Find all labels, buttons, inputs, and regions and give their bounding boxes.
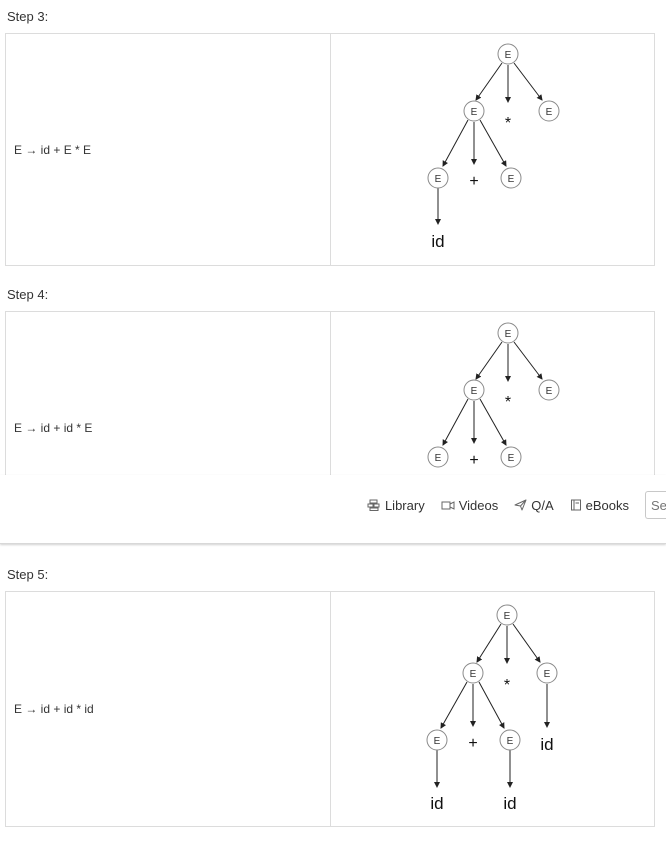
step-3-production: E → id + E * E — [14, 142, 92, 157]
step-5-production: E → id + id * id — [14, 702, 94, 716]
tree-edge — [512, 623, 541, 663]
svg-text:E: E — [471, 107, 478, 118]
tree-operator-plus: + — [468, 735, 477, 752]
tree-node: E — [426, 729, 448, 751]
step-4-label: Step 4: — [7, 287, 49, 302]
tree-node: E — [500, 167, 522, 189]
step-5-parse-tree: E E E E E * + id id id — [331, 592, 654, 826]
step-3-parse-tree: E E E E E * + id — [331, 34, 654, 265]
tree-edge — [440, 681, 468, 729]
svg-text:E: E — [471, 386, 478, 397]
tree-operator-plus: + — [469, 173, 478, 190]
tree-node: E — [497, 43, 519, 65]
tree-leaf-id: id — [430, 794, 443, 813]
tree-edge — [475, 341, 503, 380]
tree-edge — [479, 119, 507, 167]
nav-ebooks-label: eBooks — [585, 497, 629, 513]
send-icon — [514, 499, 527, 511]
tree-edge — [513, 62, 543, 101]
step-4-production-cell: E → id + id * E — [6, 312, 331, 543]
tree-node: E — [427, 446, 449, 468]
tree-node: E — [536, 662, 558, 684]
step-4-tree-svg: E E E E E * + — [427, 322, 560, 469]
step-5-tree-svg: E E E E E * + id id id — [426, 604, 558, 813]
step-4-production: E → id + id * E — [14, 420, 93, 435]
tree-edge — [442, 398, 469, 446]
svg-text:E: E — [508, 174, 515, 185]
step-5-label: Step 5: — [7, 567, 49, 582]
tree-edge — [475, 62, 503, 101]
svg-text:E: E — [435, 174, 442, 185]
tree-node: E — [538, 100, 560, 122]
book-icon — [570, 499, 581, 511]
nav-library-link[interactable]: Library — [367, 498, 425, 513]
step-3-table: E → id + E * E E E E E E * + id — [5, 33, 655, 266]
tree-edge — [479, 398, 507, 446]
svg-text:E: E — [508, 453, 515, 464]
svg-text:E: E — [507, 736, 514, 747]
tree-node: E — [427, 167, 449, 189]
step-3-production-cell: E → id + E * E — [6, 34, 331, 265]
search-input[interactable] — [645, 491, 666, 519]
tree-node: E — [496, 604, 518, 626]
step-5-production-cell: E → id + id * id — [6, 592, 331, 826]
svg-text:E: E — [435, 453, 442, 464]
step-5-table: E → id + id * id E E E E E * + id — [5, 591, 655, 827]
nav-qa-label: Q/A — [531, 497, 554, 513]
step-3-tree-svg: E E E E E * + id — [427, 43, 560, 251]
tree-leaf-id: id — [540, 735, 553, 754]
step-4-parse-tree: E E E E E * + — [331, 312, 654, 543]
tree-node: E — [538, 379, 560, 401]
tree-edge — [478, 681, 505, 729]
nav-qa-link[interactable]: Q/A — [514, 497, 554, 513]
svg-text:E: E — [434, 736, 441, 747]
nav-videos-label: Videos — [458, 497, 499, 513]
tree-node: E — [497, 322, 519, 344]
svg-text:E: E — [544, 669, 551, 680]
tree-edge — [513, 341, 543, 380]
tree-edge — [442, 119, 469, 167]
svg-text:E: E — [505, 329, 512, 340]
tree-node: E — [499, 729, 521, 751]
tree-operator-multiply: * — [505, 115, 511, 132]
nav-videos-link[interactable]: Videos — [441, 497, 499, 513]
sticky-nav-bar: Library Videos Q/A eBooks — [0, 475, 666, 544]
nav-links: Library Videos Q/A eBooks — [367, 491, 666, 519]
svg-text:E: E — [546, 386, 553, 397]
tree-node: E — [463, 100, 485, 122]
tree-leaf-id: id — [431, 232, 444, 251]
tree-node: E — [463, 379, 485, 401]
tree-edge — [476, 623, 502, 663]
tree-operator-multiply: * — [505, 394, 511, 411]
nav-ebooks-link[interactable]: eBooks — [570, 498, 629, 513]
step-3-label: Step 3: — [7, 9, 49, 24]
tree-operator-plus: + — [469, 452, 478, 469]
tree-operator-multiply: * — [504, 677, 510, 694]
svg-text:E: E — [505, 50, 512, 61]
library-icon — [367, 499, 380, 511]
tree-node: E — [500, 446, 522, 468]
nav-library-label: Library — [384, 497, 425, 513]
tree-leaf-id: id — [503, 794, 516, 813]
svg-text:E: E — [504, 611, 511, 622]
tree-node: E — [462, 662, 484, 684]
svg-text:E: E — [546, 107, 553, 118]
svg-text:E: E — [470, 669, 477, 680]
video-icon — [441, 500, 455, 510]
